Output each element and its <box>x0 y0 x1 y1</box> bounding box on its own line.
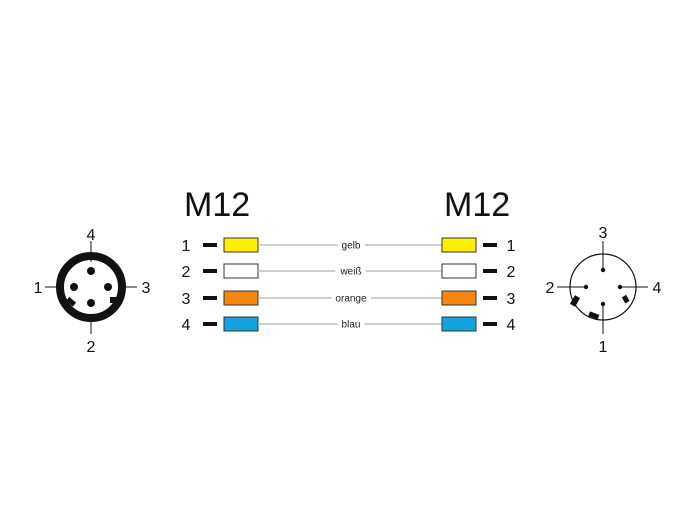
female-key-notch-2 <box>588 311 600 320</box>
left-wire-color-block <box>223 237 259 253</box>
wire-label: blau <box>342 320 361 331</box>
wire-label: gelb <box>342 241 361 252</box>
left-pin-number: 3 <box>182 291 191 308</box>
male-face-label-top: 4 <box>87 227 96 244</box>
wire-label-background <box>331 292 372 306</box>
left-pin-number: 4 <box>182 317 191 334</box>
female-connector-face: 3 2 4 1 <box>546 225 662 356</box>
right-wire-color-block <box>441 263 477 279</box>
male-face-label-right: 3 <box>142 280 151 297</box>
left-pin-number: 1 <box>182 238 191 255</box>
wire-rows: 1 gelb 1 2 weiß 2 3 orange 3 4 blau 4 <box>182 237 516 334</box>
male-key-notch-2 <box>110 297 116 303</box>
female-socket-right <box>617 284 623 290</box>
right-pin-stub <box>483 269 497 273</box>
right-wire-color-block <box>441 237 477 253</box>
male-pin-left <box>70 283 78 291</box>
male-pin-right <box>104 283 112 291</box>
right-pin-number: 4 <box>507 317 516 334</box>
female-face-label-right: 4 <box>653 280 662 297</box>
wire-label-background <box>337 318 365 332</box>
wire-label: orange <box>335 294 367 305</box>
right-wire-color-block <box>441 316 477 332</box>
left-wire-color-block <box>223 290 259 306</box>
right-wire-color-block <box>441 290 477 306</box>
female-face-label-bottom: 1 <box>599 339 608 356</box>
wire-label-background <box>337 239 365 253</box>
right-pin-number: 1 <box>507 238 516 255</box>
wire-label-background <box>335 265 366 279</box>
left-pin-number: 2 <box>182 264 191 281</box>
left-connector-title: M12 <box>184 186 250 224</box>
left-pin-stub <box>203 243 217 247</box>
female-face-label-left: 2 <box>546 280 555 297</box>
left-pin-stub <box>203 269 217 273</box>
right-pin-stub <box>483 296 497 300</box>
left-wire-color-block <box>223 263 259 279</box>
wire-label: weiß <box>339 267 361 278</box>
female-socket-top <box>600 267 606 273</box>
right-connector-title: M12 <box>444 186 510 224</box>
male-pin-top <box>87 267 95 275</box>
left-pin-stub <box>203 296 217 300</box>
female-socket-left <box>583 284 589 290</box>
male-face-label-left: 1 <box>34 280 43 297</box>
right-pin-stub <box>483 243 497 247</box>
female-face-label-top: 3 <box>599 225 608 242</box>
female-key-notch-3 <box>621 294 630 304</box>
left-wire-color-block <box>223 316 259 332</box>
right-pin-stub <box>483 322 497 326</box>
male-connector-ring <box>56 252 126 322</box>
female-socket-bottom <box>600 301 606 307</box>
right-pin-number: 3 <box>507 291 516 308</box>
right-pin-number: 2 <box>507 264 516 281</box>
male-key-notch <box>66 296 77 307</box>
female-key-notch <box>569 295 581 307</box>
male-pin-bottom <box>87 299 95 307</box>
left-pin-stub <box>203 322 217 326</box>
male-face-label-bottom: 2 <box>87 339 96 356</box>
male-connector-face: 4 1 3 2 <box>34 227 151 356</box>
